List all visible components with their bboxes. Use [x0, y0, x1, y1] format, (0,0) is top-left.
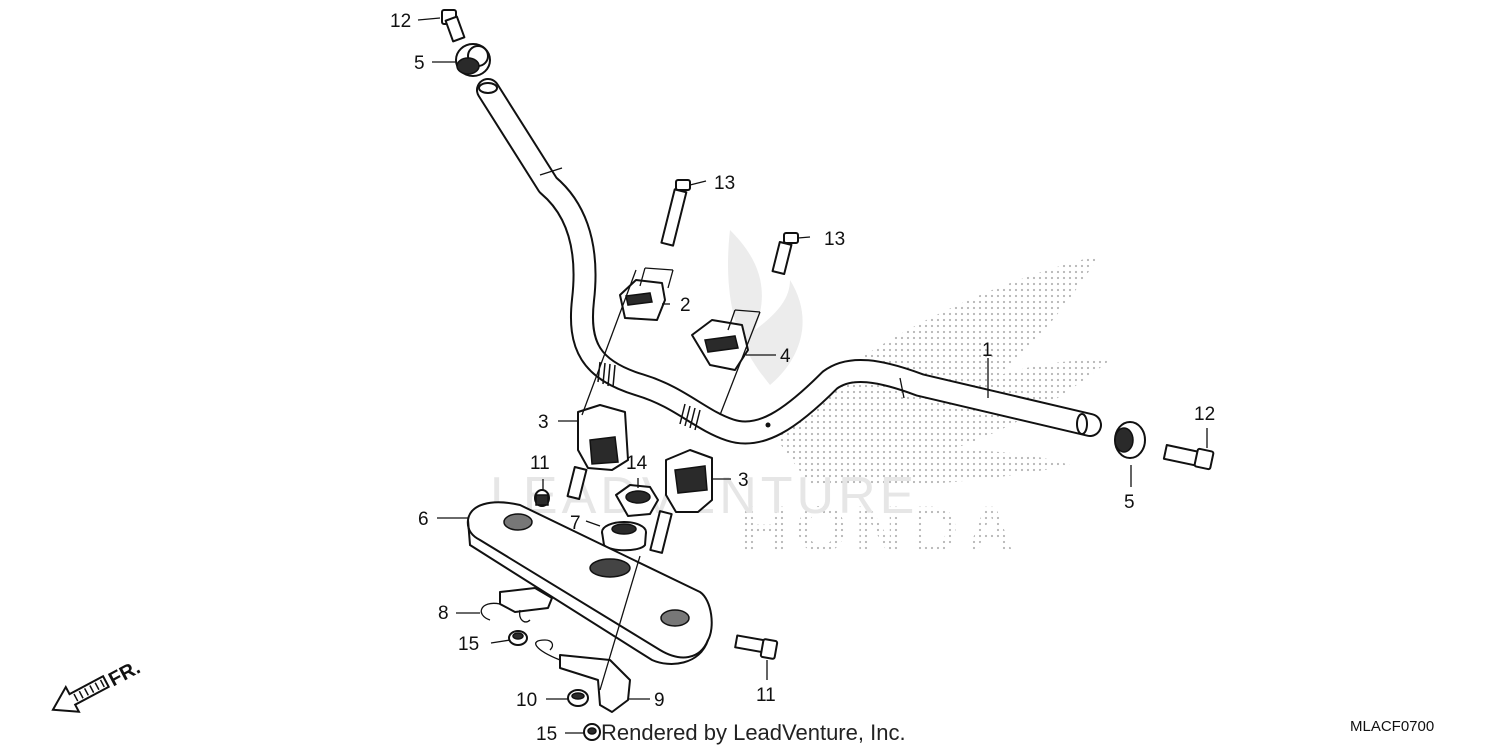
upper-holder-left	[619, 267, 674, 321]
cable-clamp-lower	[535, 639, 631, 713]
callout-11-upper: 11	[530, 453, 550, 474]
rendered-by-credit: Rendered by LeadVenture, Inc.	[601, 720, 906, 745]
callout-12-right: 12	[1194, 404, 1215, 425]
callout-14: 14	[626, 453, 648, 474]
diagram-code: MLACF0700	[1350, 718, 1434, 735]
holder-bolt-lower	[771, 232, 799, 276]
front-direction-arrow: FR.	[51, 657, 144, 713]
clip-nut-upper	[508, 630, 528, 646]
bar-end-weight-right	[1114, 421, 1146, 459]
callout-4: 4	[780, 346, 791, 367]
callout-13-upper: 13	[714, 173, 735, 194]
upper-holder-right	[691, 309, 761, 371]
lower-holder-right	[649, 449, 713, 554]
callout-5-left: 5	[414, 53, 425, 74]
callout-5-right: 5	[1124, 492, 1135, 513]
honda-watermark-text: HONDA	[740, 492, 1022, 566]
holder-bolt-upper	[660, 179, 691, 247]
callout-15-upper: 15	[458, 634, 479, 655]
callouts: 12 5 13 13 2 4 1 3 3 12 5 11 14 7 6 8 15…	[390, 11, 1215, 745]
leader-lines	[417, 17, 1208, 734]
callout-11-lower: 11	[756, 685, 776, 706]
callout-9: 9	[654, 690, 665, 711]
handlebar-drawing	[476, 78, 1102, 445]
callout-3-right: 3	[738, 470, 749, 491]
bar-end-screw-left	[441, 9, 466, 43]
front-arrow-label: FR.	[105, 657, 144, 692]
callout-10: 10	[516, 690, 537, 711]
bar-end-screw-right	[1162, 444, 1215, 471]
callout-3-left: 3	[538, 412, 549, 433]
callout-15-lower: 15	[536, 724, 557, 745]
callout-13-lower: 13	[824, 229, 845, 250]
steering-stem-nut	[615, 484, 659, 517]
clip-nut-lower	[583, 723, 601, 741]
callout-6: 6	[418, 509, 429, 530]
callout-1: 1	[982, 340, 993, 361]
callout-2: 2	[680, 295, 691, 316]
top-bridge	[466, 501, 713, 665]
clip-nut-small	[567, 689, 589, 707]
stem-nut-washer	[601, 521, 647, 552]
mounting-bolt-lower	[734, 634, 779, 660]
mounting-bolt-upper	[534, 489, 550, 507]
callout-12-left: 12	[390, 11, 411, 32]
callout-7: 7	[570, 513, 581, 534]
lower-holder-left	[566, 404, 629, 501]
cable-clamp-upper	[480, 587, 553, 623]
bar-end-weight-left	[455, 43, 491, 77]
callout-8: 8	[438, 603, 449, 624]
